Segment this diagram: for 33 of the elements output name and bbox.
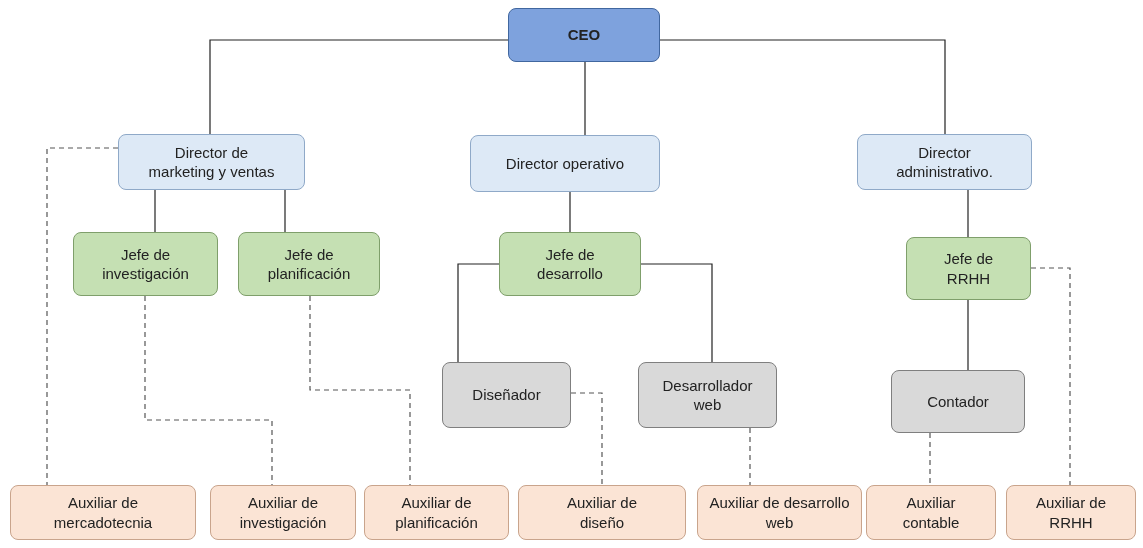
ceo-box: CEO: [508, 8, 660, 62]
assistant-box: Auxiliar contable: [866, 485, 996, 540]
assistant-box: Auxiliar de mercadotecnia: [10, 485, 196, 540]
staff-box: Diseñador: [442, 362, 571, 428]
dashed-connector: [749, 427, 751, 486]
connector-line: [967, 299, 969, 371]
assistant-box: Auxiliar de diseño: [518, 485, 686, 540]
dashed-connector: [1030, 267, 1071, 486]
connector-line: [209, 39, 509, 135]
connector-line: [659, 39, 946, 135]
assistant-box: Auxiliar de desarrollo web: [697, 485, 862, 540]
connector-line: [154, 189, 156, 233]
assistant-box: Auxiliar de RRHH: [1006, 485, 1136, 540]
connector-line: [967, 189, 969, 238]
manager-box: Jefe de planificación: [238, 232, 380, 296]
assistant-box: Auxiliar de investigación: [210, 485, 356, 540]
staff-box: Contador: [891, 370, 1025, 433]
connector-line: [584, 61, 586, 136]
manager-box: Jefe de RRHH: [906, 237, 1031, 300]
assistant-box: Auxiliar de planificación: [364, 485, 509, 540]
connector-line: [640, 263, 713, 363]
manager-box: Jefe de investigación: [73, 232, 218, 296]
director-box: Director operativo: [470, 135, 660, 192]
manager-box: Jefe de desarrollo: [499, 232, 641, 296]
connector-line: [284, 189, 286, 233]
dashed-connector: [929, 432, 931, 486]
dashed-connector: [46, 147, 119, 486]
director-box: Director de marketing y ventas: [118, 134, 305, 190]
director-box: Director administrativo.: [857, 134, 1032, 190]
connector-line: [569, 191, 571, 233]
staff-box: Desarrollador web: [638, 362, 777, 428]
connector-line: [457, 263, 500, 363]
dashed-connector: [570, 392, 603, 486]
